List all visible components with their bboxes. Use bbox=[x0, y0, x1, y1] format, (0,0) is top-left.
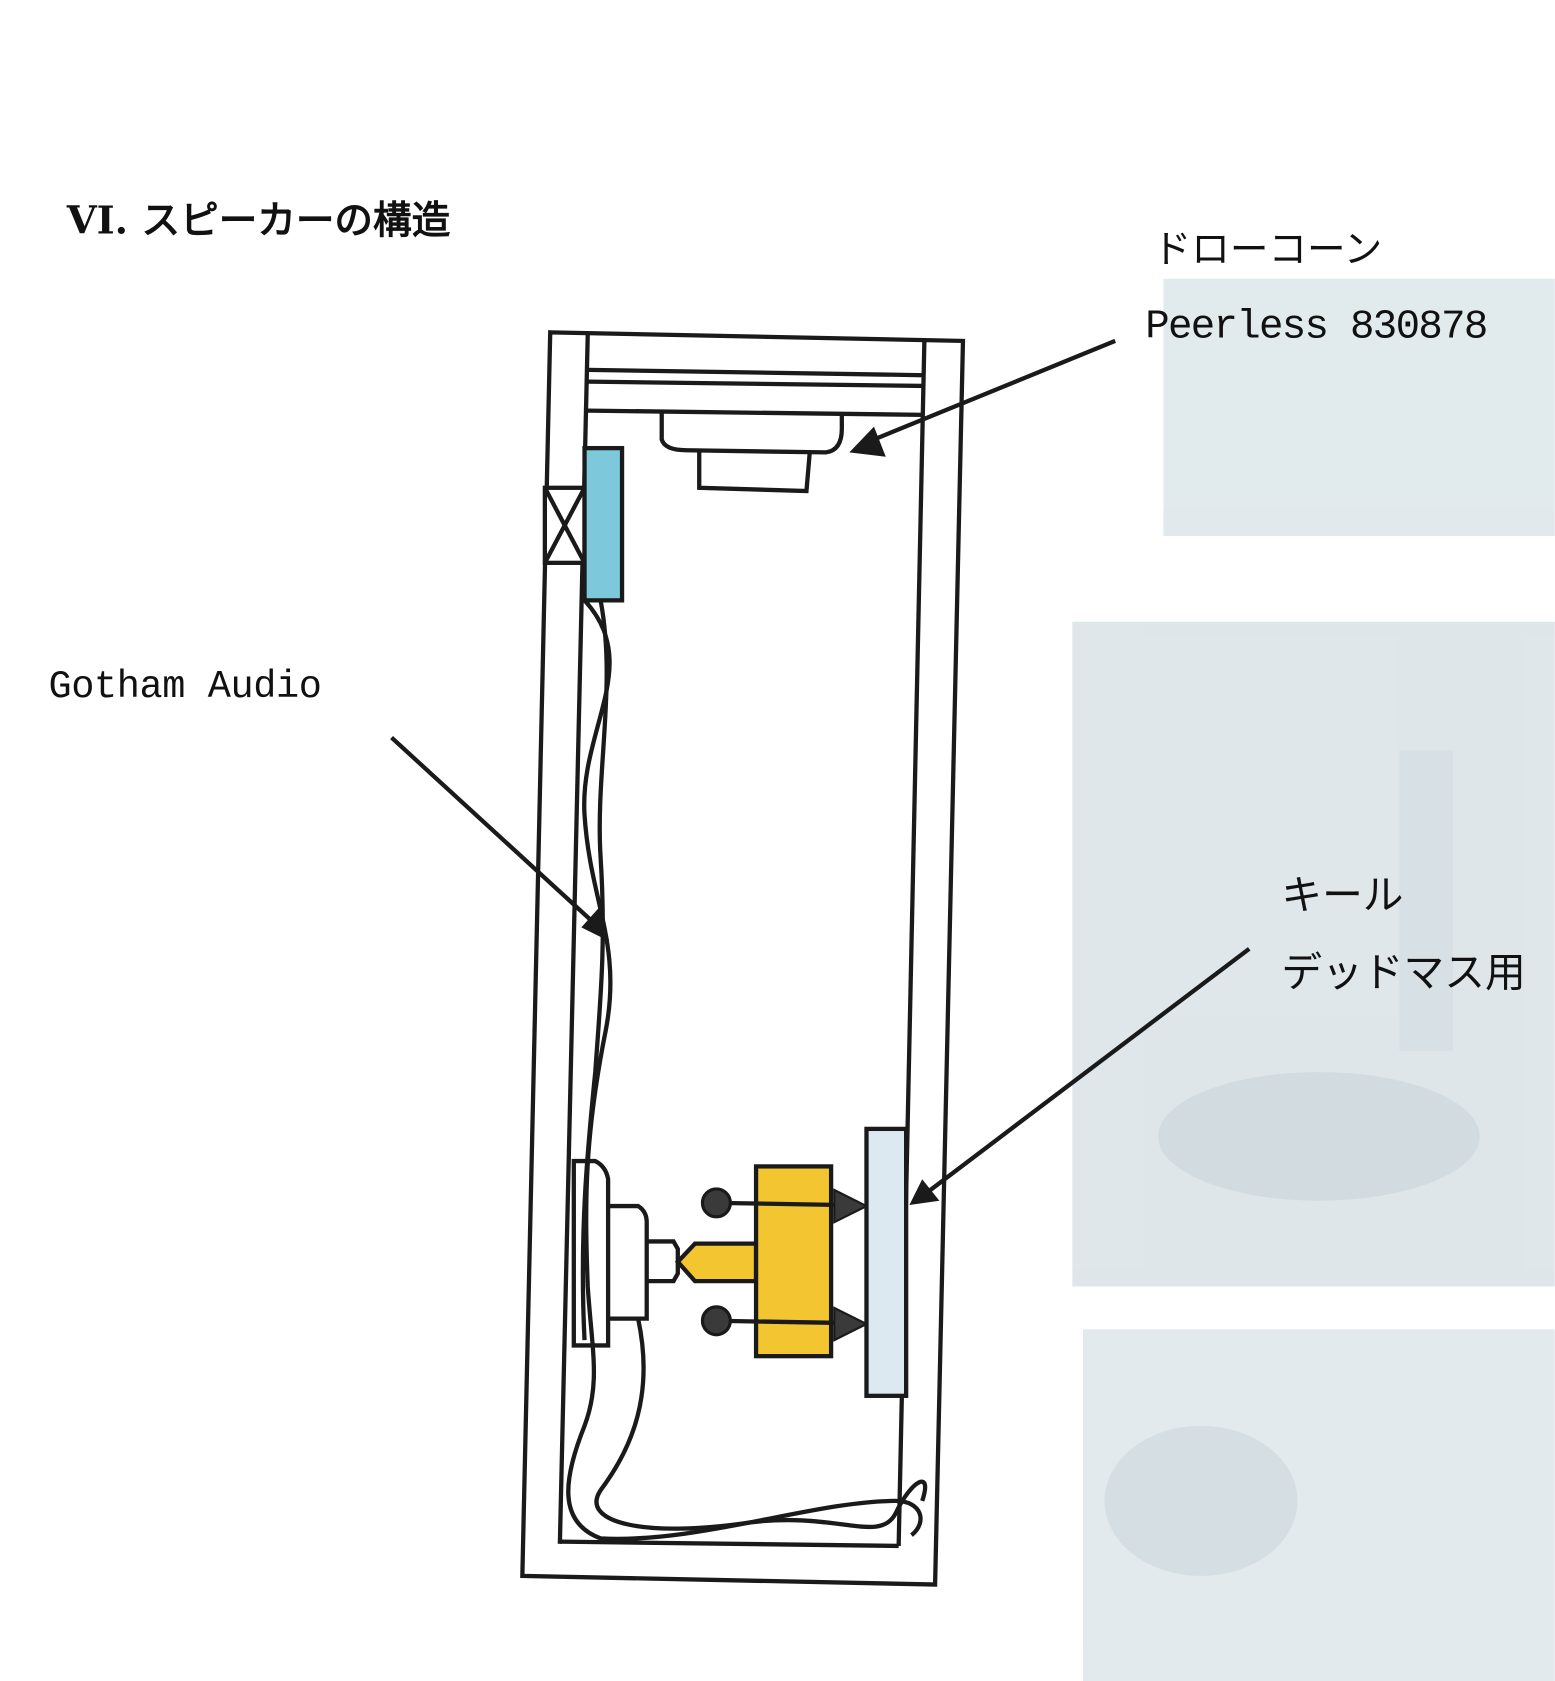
arrow-wire bbox=[390, 736, 597, 926]
page-title: VI. スピーカーの構造 bbox=[66, 199, 451, 244]
background-bleed bbox=[1072, 278, 1555, 1681]
bolt-head-icon bbox=[700, 1305, 732, 1337]
cabinet-outer bbox=[520, 330, 966, 1587]
label-keel: キール bbox=[1281, 871, 1403, 919]
keel-block bbox=[753, 1164, 834, 1359]
keel-neck bbox=[674, 1241, 759, 1284]
keel bbox=[674, 1126, 909, 1398]
tweeter-body bbox=[582, 445, 625, 603]
dead-mass-plate bbox=[864, 1126, 909, 1398]
bleed-photo-top bbox=[1163, 278, 1555, 537]
label-wire: Gotham Audio bbox=[48, 665, 321, 709]
label-dead-mass: デッドマス用 bbox=[1281, 948, 1525, 996]
pointer-arrows bbox=[390, 338, 1251, 1206]
label-drone-cone-model: Peerless 830878 bbox=[1145, 305, 1488, 351]
drone-cone bbox=[659, 412, 844, 494]
arrow-head-icon bbox=[833, 1188, 869, 1224]
arrow-keel bbox=[926, 947, 1251, 1194]
arrow-drone-cone bbox=[867, 338, 1117, 444]
arrow-head-icon bbox=[833, 1306, 869, 1342]
cabinet-inner-bottom bbox=[559, 1539, 899, 1549]
label-drone-cone: ドローコーン bbox=[1153, 228, 1383, 273]
bolt-head-icon bbox=[700, 1187, 732, 1219]
wires bbox=[566, 598, 928, 1542]
tweeter bbox=[542, 445, 625, 603]
